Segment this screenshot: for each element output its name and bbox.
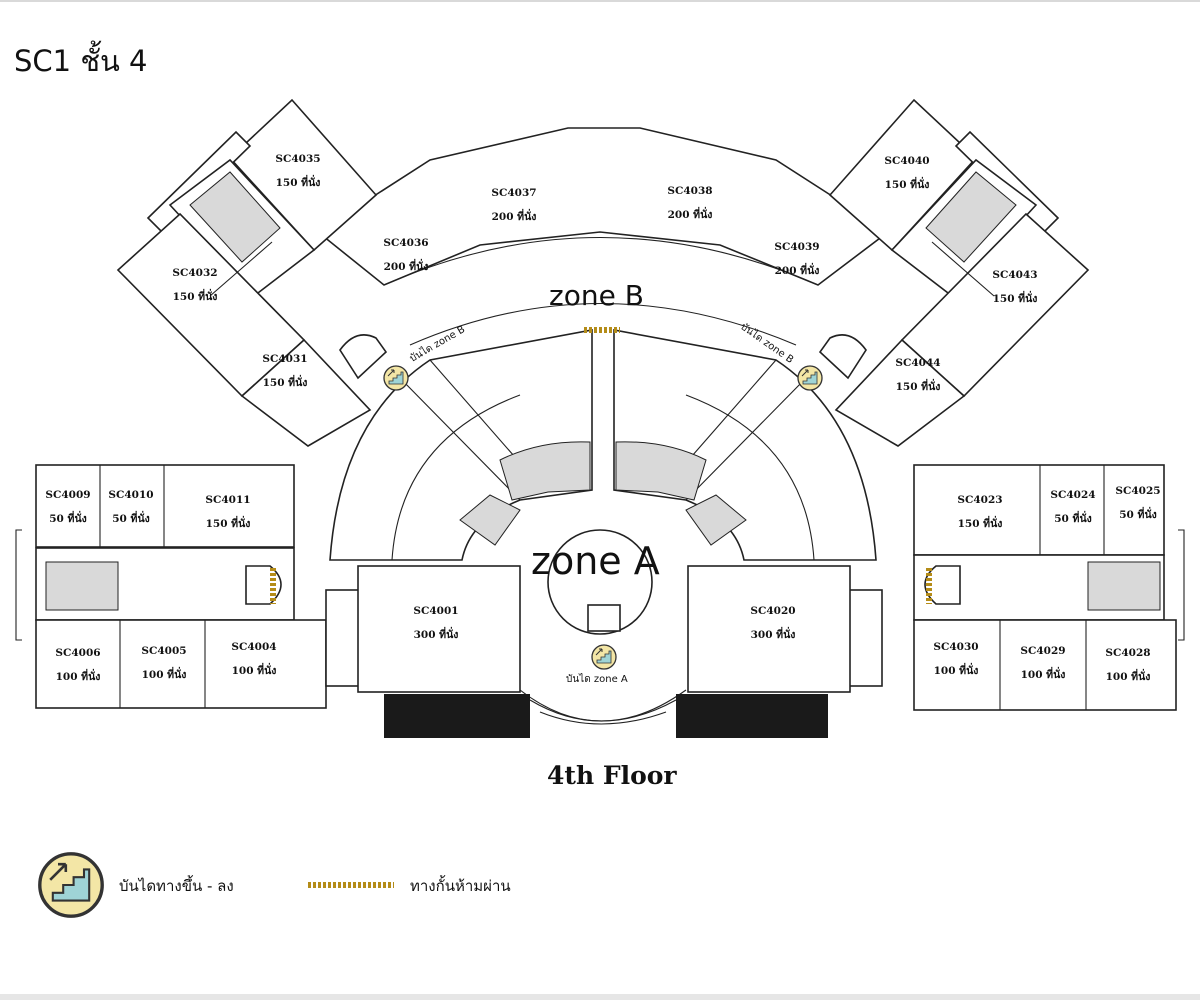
svg-text:150 ที่นั่ง: 150 ที่นั่ง — [206, 515, 251, 530]
bottom-border — [0, 994, 1200, 1000]
svg-text:150 ที่นั่ง: 150 ที่นั่ง — [993, 290, 1038, 305]
svg-text:50 ที่นั่ง: 50 ที่นั่ง — [1054, 510, 1092, 525]
svg-text:150 ที่นั่ง: 150 ที่นั่ง — [885, 176, 930, 191]
room-sc4035: SC4035 150 ที่นั่ง — [275, 153, 320, 189]
room-sc4031: SC4031 150 ที่นั่ง — [262, 353, 307, 389]
svg-text:150 ที่นั่ง: 150 ที่นั่ง — [173, 288, 218, 303]
room-sc4028: SC4028 100 ที่นั่ง — [1105, 647, 1150, 683]
stage-block-right — [676, 694, 828, 738]
svg-text:SC4043: SC4043 — [992, 269, 1037, 281]
svg-text:300 ที่นั่ง: 300 ที่นั่ง — [751, 626, 796, 641]
svg-text:100 ที่นั่ง: 100 ที่นั่ง — [232, 662, 277, 677]
svg-text:150 ที่นั่ง: 150 ที่นั่ง — [896, 378, 941, 393]
svg-text:SC4036: SC4036 — [383, 237, 428, 249]
room-sc4004: SC4004 100 ที่นั่ง — [231, 641, 276, 677]
building-outline — [316, 127, 890, 725]
svg-text:SC4037: SC4037 — [491, 187, 536, 199]
legend: บันไดทางขึ้น - ลง ทางกั้นห้ามผ่าน — [38, 852, 511, 918]
top-border — [0, 0, 1200, 2]
svg-text:SC4024: SC4024 — [1050, 489, 1095, 501]
svg-text:SC4029: SC4029 — [1020, 645, 1065, 657]
svg-text:SC4038: SC4038 — [667, 185, 712, 197]
room-sc4044: SC4044 150 ที่นั่ง — [895, 357, 940, 393]
svg-text:SC4020: SC4020 — [750, 605, 795, 617]
hall-sc4020 — [687, 565, 851, 693]
svg-text:SC4044: SC4044 — [895, 357, 940, 369]
room-sc4036: SC4036 200 ที่นั่ง — [383, 237, 428, 273]
svg-text:SC4031: SC4031 — [262, 353, 307, 365]
wing-west — [15, 464, 361, 709]
svg-text:SC4040: SC4040 — [884, 155, 929, 167]
svg-text:100 ที่นั่ง: 100 ที่นั่ง — [56, 668, 101, 683]
svg-text:50 ที่นั่ง: 50 ที่นั่ง — [1119, 506, 1157, 521]
room-sc4038: SC4038 200 ที่นั่ง — [667, 185, 712, 221]
legend-stairs-label: บันไดทางขึ้น - ลง — [119, 875, 234, 895]
legend-barrier-label: ทางกั้นห้ามผ่าน — [410, 875, 511, 895]
page-title: SC1 ชั้น 4 — [14, 44, 148, 78]
svg-text:SC4004: SC4004 — [231, 641, 276, 653]
stage-block-left — [384, 694, 530, 738]
room-sc4010: SC4010 50 ที่นั่ง — [108, 489, 153, 525]
svg-text:SC4009: SC4009 — [45, 489, 90, 501]
room-sc4025: SC4025 50 ที่นั่ง — [1115, 485, 1160, 521]
room-sc4005: SC4005 100 ที่นั่ง — [141, 645, 186, 681]
room-sc4024: SC4024 50 ที่นั่ง — [1050, 489, 1095, 525]
svg-text:SC4032: SC4032 — [172, 267, 217, 279]
legend-stairs-icon — [38, 852, 104, 918]
svg-text:100 ที่นั่ง: 100 ที่นั่ง — [934, 662, 979, 677]
stairs-icon — [797, 365, 823, 391]
svg-text:150 ที่นั่ง: 150 ที่นั่ง — [263, 374, 308, 389]
svg-text:100 ที่นั่ง: 100 ที่นั่ง — [1106, 668, 1151, 683]
svg-text:200 ที่นั่ง: 200 ที่นั่ง — [668, 206, 713, 221]
svg-text:200 ที่นั่ง: 200 ที่นั่ง — [775, 262, 820, 277]
wing-northwest — [116, 98, 388, 447]
zone-a-label: zone A — [531, 539, 660, 583]
room-sc4032: SC4032 150 ที่นั่ง — [172, 267, 217, 303]
stairs-icon — [383, 365, 409, 391]
svg-text:SC4039: SC4039 — [774, 241, 819, 253]
room-sc4001: SC4001 300 ที่นั่ง — [413, 605, 458, 641]
room-sc4029: SC4029 100 ที่นั่ง — [1020, 645, 1065, 681]
svg-text:200 ที่นั่ง: 200 ที่นั่ง — [492, 208, 537, 223]
room-sc4023: SC4023 150 ที่นั่ง — [957, 494, 1002, 530]
svg-text:SC4030: SC4030 — [933, 641, 978, 653]
floor-label: 4th Floor — [547, 761, 677, 790]
room-sc4006: SC4006 100 ที่นั่ง — [55, 647, 100, 683]
stair-label-zone-a: บันได zone A — [566, 673, 628, 685]
svg-text:50 ที่นั่ง: 50 ที่นั่ง — [112, 510, 150, 525]
stairs-icon — [591, 644, 617, 670]
svg-text:SC4035: SC4035 — [275, 153, 320, 165]
svg-text:150 ที่นั่ง: 150 ที่นั่ง — [276, 174, 321, 189]
svg-text:SC4023: SC4023 — [957, 494, 1002, 506]
svg-text:SC4006: SC4006 — [55, 647, 100, 659]
svg-text:300 ที่นั่ง: 300 ที่นั่ง — [414, 626, 459, 641]
room-sc4040: SC4040 150 ที่นั่ง — [884, 155, 929, 191]
room-sc4039: SC4039 200 ที่นั่ง — [774, 241, 819, 277]
svg-text:SC4001: SC4001 — [413, 605, 458, 617]
svg-text:SC4025: SC4025 — [1115, 485, 1160, 497]
zone-b-label: zone B — [549, 279, 644, 312]
svg-text:SC4010: SC4010 — [108, 489, 153, 501]
svg-text:100 ที่นั่ง: 100 ที่นั่ง — [1021, 666, 1066, 681]
room-sc4020: SC4020 300 ที่นั่ง — [750, 605, 795, 641]
room-sc4011: SC4011 150 ที่นั่ง — [205, 494, 250, 530]
wing-east — [847, 464, 1185, 711]
svg-text:50 ที่นั่ง: 50 ที่นั่ง — [49, 510, 87, 525]
room-sc4037: SC4037 200 ที่นั่ง — [491, 187, 536, 223]
svg-text:SC4005: SC4005 — [141, 645, 186, 657]
room-sc4030: SC4030 100 ที่นั่ง — [933, 641, 978, 677]
svg-text:100 ที่นั่ง: 100 ที่นั่ง — [142, 666, 187, 681]
wing-northeast — [818, 98, 1090, 447]
svg-text:150 ที่นั่ง: 150 ที่นั่ง — [958, 515, 1003, 530]
svg-text:200 ที่นั่ง: 200 ที่นั่ง — [384, 258, 429, 273]
hall-sc4001 — [357, 565, 521, 693]
room-sc4043: SC4043 150 ที่นั่ง — [992, 269, 1037, 305]
svg-text:SC4028: SC4028 — [1105, 647, 1150, 659]
svg-text:SC4011: SC4011 — [205, 494, 250, 506]
room-sc4009: SC4009 50 ที่นั่ง — [45, 489, 90, 525]
